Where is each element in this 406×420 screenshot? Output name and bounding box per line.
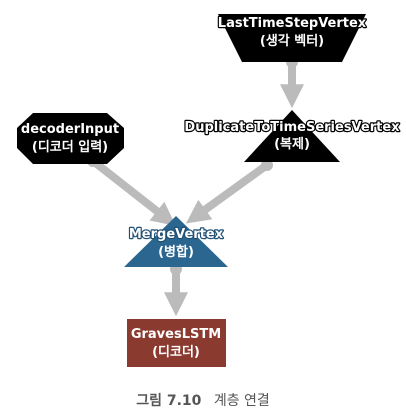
caption-prefix: 그림 7.10 bbox=[136, 393, 201, 409]
last-time-step-sub: (생각 벡터) bbox=[260, 33, 324, 49]
decoder-input-name: decoderInput bbox=[21, 122, 119, 137]
decoder-input-shape bbox=[17, 113, 124, 164]
last-time-step-shape bbox=[218, 14, 366, 62]
decoder-input-sub: (디코더 입력) bbox=[32, 139, 108, 155]
edge-decoder-to-merge bbox=[90, 157, 176, 226]
merge-shape bbox=[124, 216, 228, 267]
node-last-time-step-vertex: LastTimeStepVertex (생각 벡터) bbox=[217, 14, 368, 62]
duplicate-shape bbox=[244, 110, 340, 162]
duplicate-name: DuplicateToTimeSeriesVertex bbox=[184, 120, 400, 135]
graves-sub: (디코더) bbox=[152, 344, 200, 360]
edge-duplicate-to-merge bbox=[185, 161, 270, 224]
merge-sub: (병합) bbox=[158, 244, 194, 260]
graves-shape bbox=[127, 319, 226, 367]
node-merge-vertex: MergeVertex (병합) bbox=[124, 216, 228, 267]
last-time-step-name: LastTimeStepVertex bbox=[218, 16, 367, 31]
caption-text: 계층 연결 bbox=[214, 393, 270, 409]
figure-caption: 그림 7.10 계층 연결 bbox=[136, 393, 270, 409]
merge-name: MergeVertex bbox=[129, 227, 224, 242]
node-decoder-input: decoderInput (디코더 입력) bbox=[17, 113, 124, 164]
node-duplicate-vertex: DuplicateToTimeSeriesVertex (복제) bbox=[183, 110, 401, 162]
graves-name: GravesLSTM bbox=[131, 327, 221, 342]
duplicate-sub: (복제) bbox=[274, 137, 310, 152]
node-graves-lstm: GravesLSTM (디코더) bbox=[127, 319, 226, 367]
connectors bbox=[87, 56, 304, 317]
